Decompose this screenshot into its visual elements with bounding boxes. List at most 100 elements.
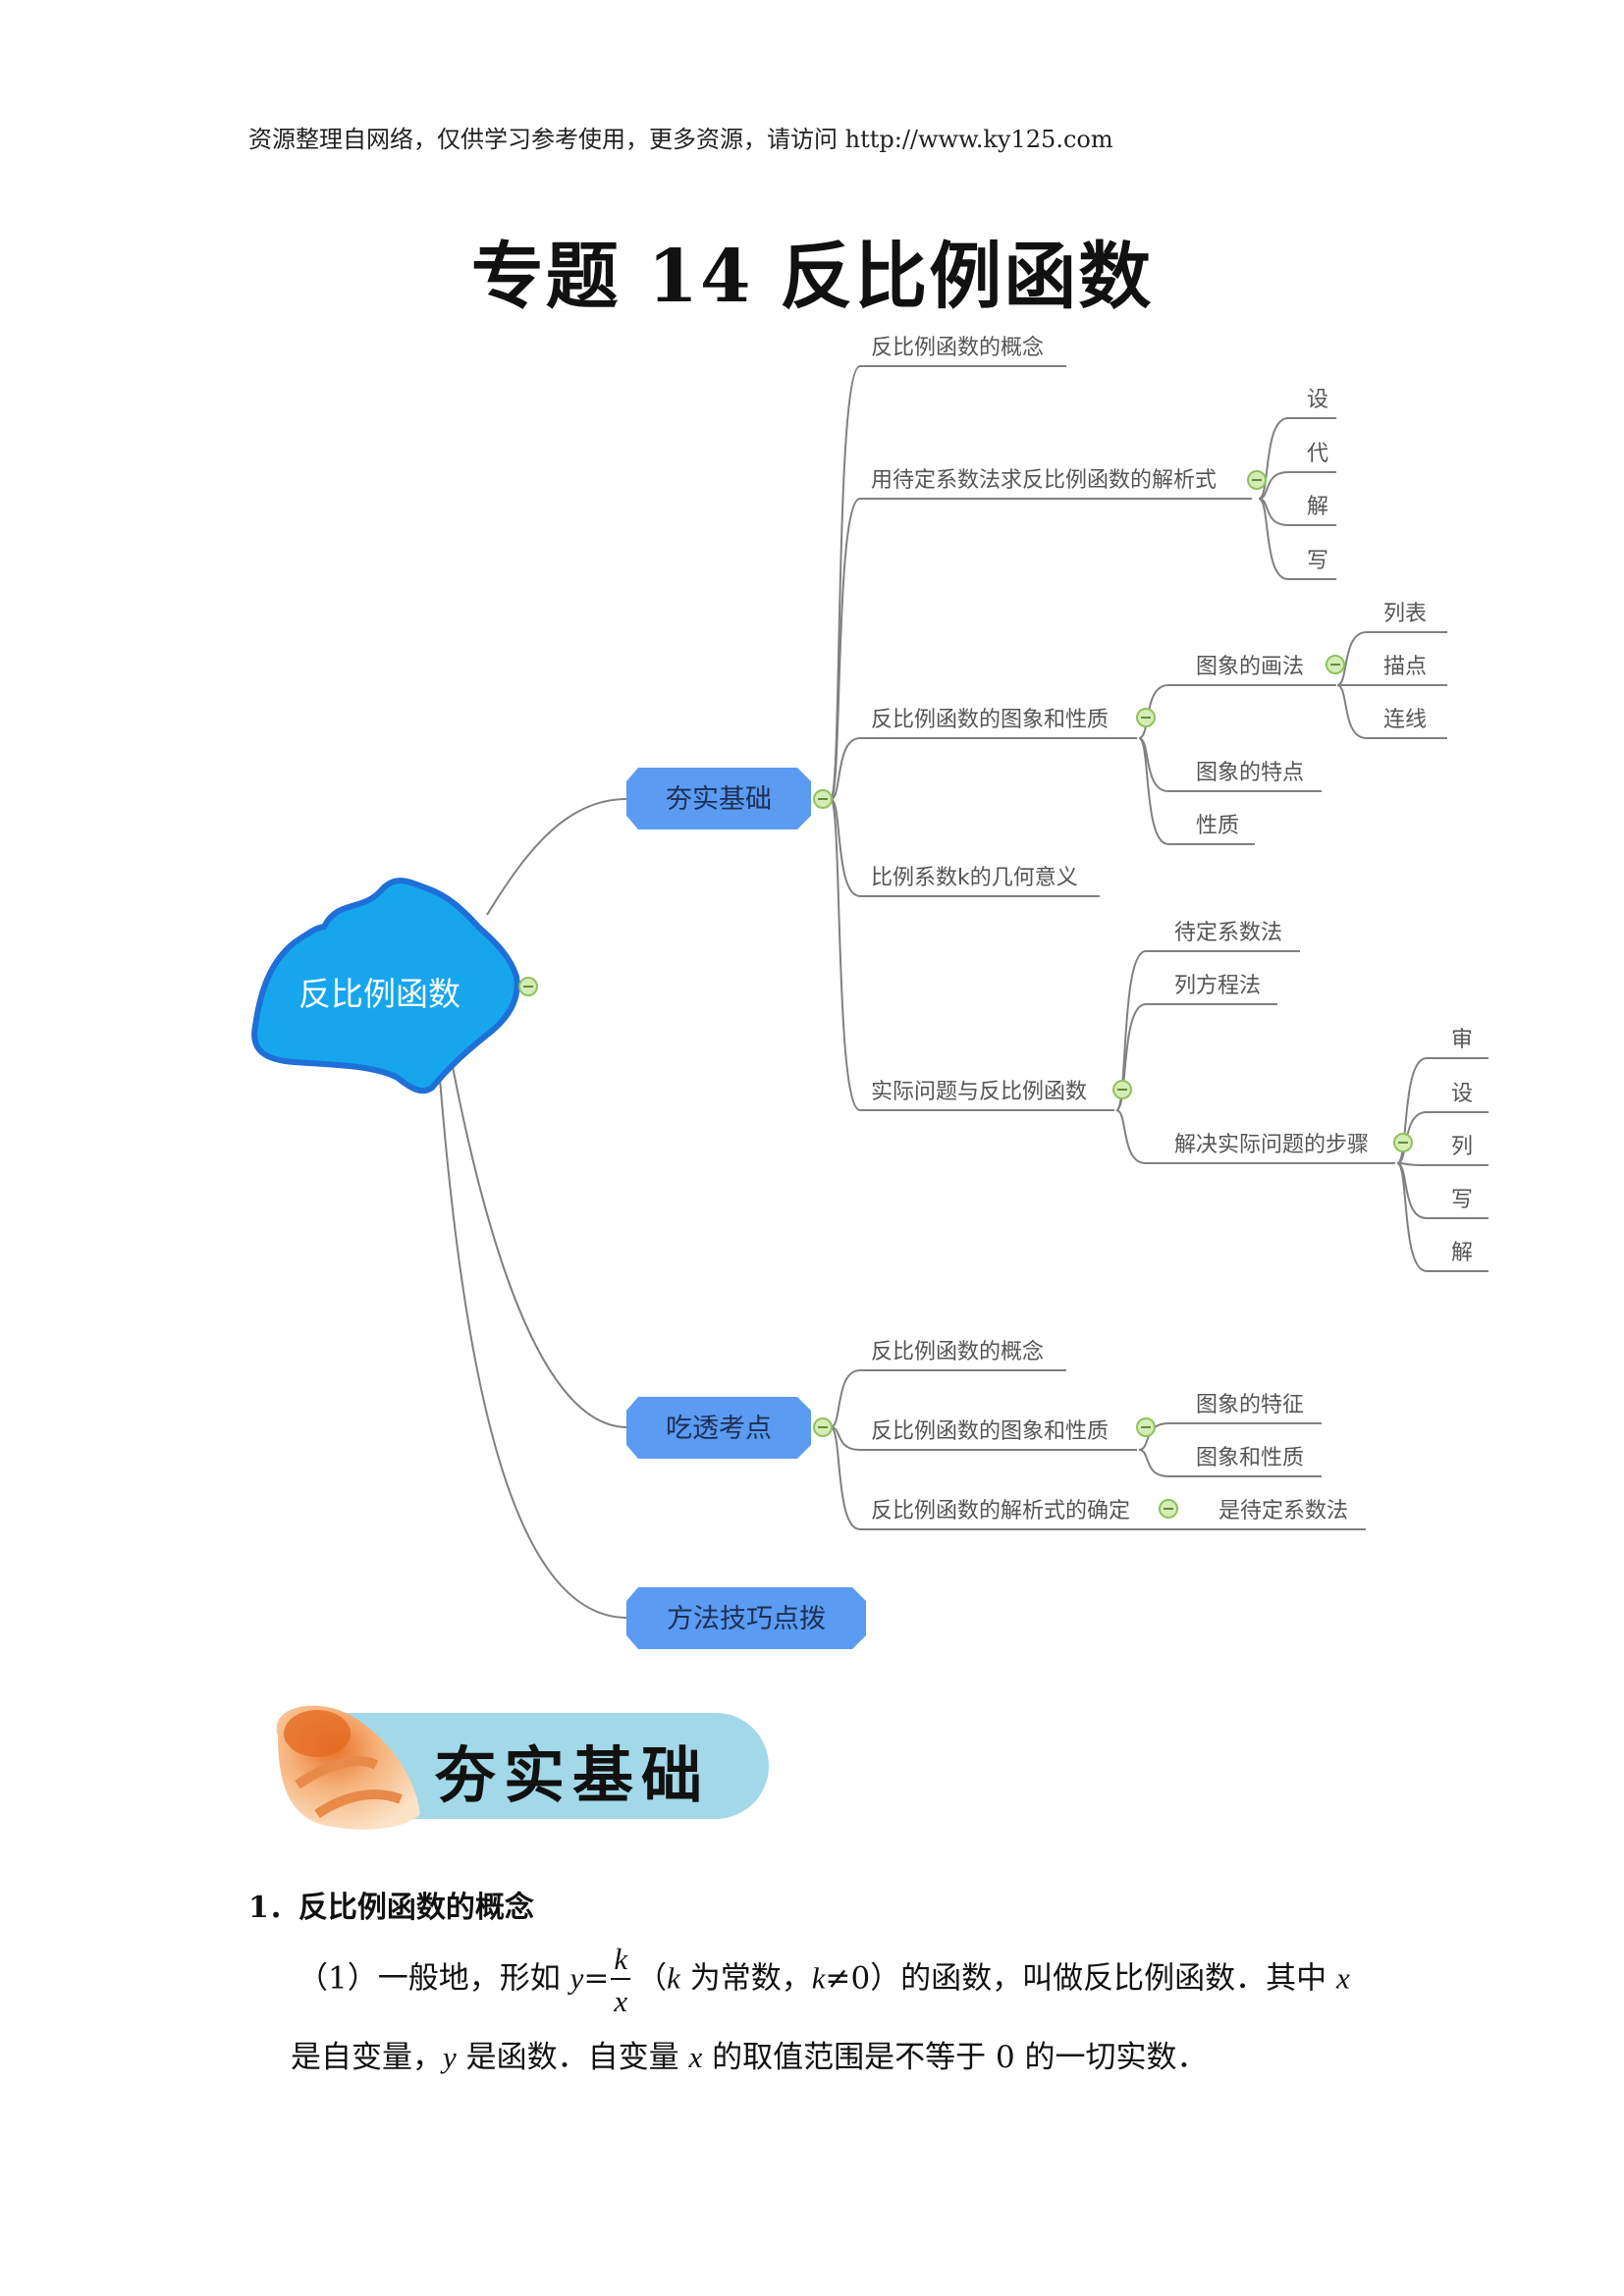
branch-label: 夯实基础 [666,784,772,815]
node-label: 是待定系数法 [1218,1499,1348,1523]
node-label: 图象和性质 [1196,1446,1304,1470]
node-label: 列 [1451,1135,1473,1159]
root-edge-2 [446,1035,628,1428]
mindmap-edge [1138,737,1255,845]
node-label: 列表 [1383,602,1427,626]
mindmap-edge [1258,471,1336,500]
mindmap-edge [830,1426,1137,1451]
collapse-minus-icon[interactable] [1393,1133,1413,1152]
paragraph-line-2: 是自变量，y 是函数．自变量 x 的取值范围是不等于 0 的一切实数． [291,2032,1208,2076]
mindmap-edge [1258,498,1336,526]
node-label: 性质 [1196,814,1239,838]
node-label: 图象的特征 [1196,1393,1304,1417]
mindmap-edge [1138,1449,1322,1477]
node-label: 反比例函数的概念 [871,1340,1044,1364]
shell-icon [276,1705,420,1830]
node-label: 描点 [1383,655,1427,679]
collapse-minus-icon[interactable] [1326,655,1345,674]
node-labels: 反比例函数的概念 用待定系数法求反比例函数的解析式 设 代 解 写 反比例函数的… [871,336,1473,1523]
var-y: y [443,2040,457,2074]
node-label: 设 [1307,388,1328,412]
source-note: 资源整理自网络，仅供学习参考使用，更多资源，请访问 http://www.ky1… [248,126,1113,153]
equals: = [583,1960,610,1997]
text: 是函数．自变量 [456,2040,689,2075]
numerator: k [611,1944,631,1980]
node-label: 图象的特点 [1196,761,1304,785]
mindmap-edge [830,798,1114,1111]
text: 的取值范围是不等于 0 的一切实数． [702,2040,1208,2075]
page-title: 专题 14 反比例函数 [470,235,1154,319]
text: （1）一般地，形如 [298,1960,570,1997]
mind-map: 反比例函数 夯实基础 吃透考点 方法技巧点拨 反比例函数的概念 用待定系数法求反… [251,336,1489,1649]
mindmap-edge [830,737,1137,800]
collapse-minus-icon[interactable] [518,977,538,996]
var-k: k [811,1960,826,1996]
collapse-minus-icon[interactable] [1112,1080,1132,1099]
var-x: x [1336,1960,1350,1996]
node-label: 反比例函数的图象和性质 [871,708,1109,732]
node-label: 解决实际问题的步骤 [1174,1133,1369,1157]
section-banner: 夯实基础 [258,1696,788,1834]
mindmap-edge [830,365,1066,800]
node-label: 反比例函数的图象和性质 [871,1419,1109,1444]
mindmap-edge [1396,1162,1489,1219]
collapse-minus-icon[interactable] [1136,708,1156,727]
var-x: x [688,2040,703,2074]
root-node-shape [251,878,520,1095]
node-label: 解 [1451,1241,1473,1265]
branch-node-fangfa[interactable]: 方法技巧点拨 [626,1587,866,1649]
mindmap-edge [1396,1162,1489,1272]
collapse-minus-icon[interactable] [813,789,833,809]
var-y: y [569,1960,584,1996]
node-label: 写 [1307,549,1328,573]
collapse-minus-icon[interactable] [1159,1499,1178,1519]
node-label: 待定系数法 [1174,921,1282,945]
node-label: 设 [1451,1082,1473,1106]
mindmap-edge [1115,1003,1277,1111]
node-label: 反比例函数的概念 [871,336,1044,360]
node-label: 审 [1451,1028,1473,1052]
node-label: 解 [1307,495,1328,519]
mindmap-edge [830,798,1100,897]
node-label: 反比例函数的解析式的确定 [871,1499,1130,1523]
root-edge-3 [436,1040,628,1619]
banner-title: 夯实基础 [435,1739,711,1811]
node-label: 实际问题与反比例函数 [871,1080,1087,1104]
node-label: 列方程法 [1174,974,1261,998]
section-heading: 1．反比例函数的概念 [248,1891,534,1925]
node-label: 图象的画法 [1196,655,1304,679]
root-node-label: 反比例函数 [298,975,460,1013]
mindmap-edge [830,498,1252,800]
node-label: 用待定系数法求反比例函数的解析式 [871,468,1217,493]
mindmap-edge [830,1369,1066,1428]
text: 是自变量， [291,2040,443,2075]
branch-node-chitou[interactable]: 吃透考点 [626,1397,811,1459]
mindmap-edge [1396,1057,1489,1164]
mindmap-edge [830,1426,1366,1530]
branch-node-hangshi[interactable]: 夯实基础 [626,768,811,829]
root-edge-1 [486,798,628,916]
mindmap-edge [1258,498,1336,580]
node-label: 写 [1451,1188,1473,1212]
branch-label: 吃透考点 [666,1414,772,1444]
node-label: 比例系数k的几何意义 [871,866,1078,890]
text: ）的函数，叫做反比例函数．其中 [870,1960,1337,1997]
collapse-minus-icon[interactable] [1136,1417,1156,1437]
var-k: k [667,1960,680,1996]
collapse-minus-icon[interactable] [813,1417,833,1437]
text: （ [636,1960,668,1997]
mindmap-edge [1258,417,1336,500]
collapse-minus-icon[interactable] [1247,470,1267,490]
node-label: 连线 [1383,708,1427,732]
text: 为常数， [679,1960,812,1997]
denominator: x [614,1984,628,2018]
mindmap-edge [1396,1162,1489,1166]
mindmap-edge [1115,1109,1395,1164]
mindmap-edge [1396,1111,1489,1164]
mindmap-edge [1138,684,1336,739]
text: ≠0 [825,1960,871,1997]
mindmap-edge [1336,684,1447,739]
node-label: 代 [1307,442,1328,466]
